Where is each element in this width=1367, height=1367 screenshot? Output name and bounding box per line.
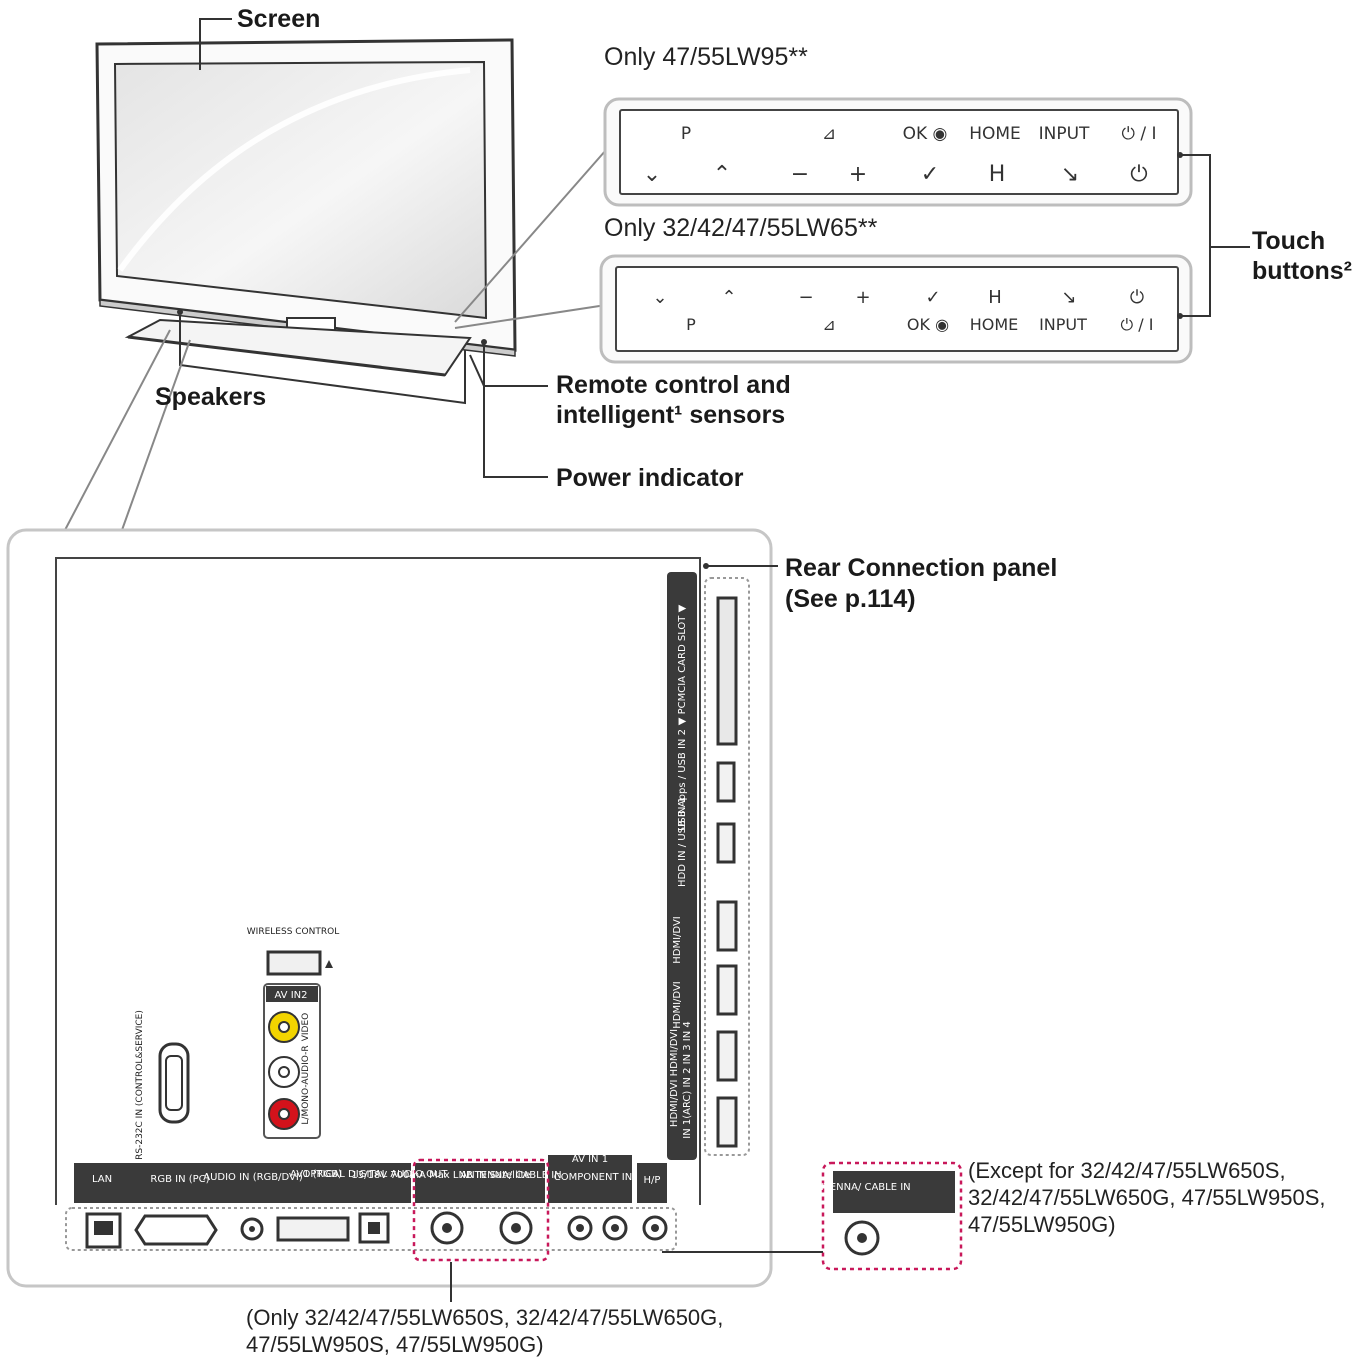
touch-key[interactable]: P: [681, 124, 691, 144]
tv-front: [95, 38, 517, 377]
touch-key[interactable]: INPUT: [1039, 124, 1090, 144]
touch-panel-2: ⌄ ⌃ − + ✓ H ↘ ⏻ P ⊿ OK ◉ HOME INPUT ⏻ / I: [599, 254, 1193, 364]
port-label: ANTENNA/ CABLE IN: [460, 1170, 561, 1181]
rear-panel-label-1: Rear Connection panel: [785, 554, 1058, 582]
touch-panel-1-heading: Only 47/55LW95**: [604, 43, 808, 71]
rs232-label: RS-232C IN (CONTROL&SERVICE): [135, 1010, 145, 1160]
port-label: AUDIO IN (RGB/DVI): [203, 1172, 303, 1183]
port-label: AV IN 1: [572, 1154, 608, 1165]
touch-key[interactable]: H: [988, 287, 1002, 308]
touch-key[interactable]: ⌃: [721, 287, 736, 308]
touch-key[interactable]: ⊿: [822, 315, 835, 334]
except-note-1: (Except for 32/42/47/55LW650S,: [968, 1158, 1286, 1183]
touch-key[interactable]: +: [855, 287, 870, 308]
port-label: 13/18V 700mA Max LNB IN Satellite: [351, 1170, 530, 1181]
touch-key[interactable]: ↘: [1061, 162, 1079, 187]
touch-key[interactable]: OK ◉: [903, 124, 948, 144]
side-port-label: HDD IN / USB IN 1: [677, 797, 688, 887]
touch-buttons-label-1: Touch: [1252, 227, 1326, 255]
av-in2-label: AV IN2: [274, 990, 307, 1001]
port-label: RGB IN (PC): [150, 1174, 209, 1185]
touch-key[interactable]: ✓: [921, 162, 939, 187]
only-note-1: (Only 32/42/47/55LW650S, 32/42/47/55LW65…: [246, 1305, 724, 1330]
side-port-label: HDMI/DVI HDMI/DVI: [669, 1029, 680, 1127]
touch-panel-1: P ⊿ OK ◉ HOME INPUT ⏻ / I ⌄ ⌃ − + ✓ H ↘ ⏻: [603, 97, 1193, 207]
wireless-label: WIRELESS CONTROL: [247, 927, 339, 937]
screen-label: Screen: [237, 5, 321, 33]
touch-key[interactable]: −: [798, 287, 813, 308]
speakers-leader: [179, 315, 466, 405]
touch-panel-2-heading: Only 32/42/47/55LW65**: [604, 214, 878, 242]
touch-key[interactable]: −: [791, 162, 809, 187]
side-port-label: ▼ PCMCIA CARD SLOT ▼: [677, 604, 688, 725]
screen-leader: [199, 18, 232, 70]
touch-key[interactable]: HOME: [970, 315, 1019, 334]
touch-key[interactable]: HOME: [969, 124, 1021, 144]
port-label: AV1 (RGB): [290, 1169, 342, 1180]
remote-sensor-label-2: intelligent¹ sensors: [556, 401, 786, 429]
port-label: H/P: [644, 1175, 661, 1186]
port-label: COMPONENT IN: [554, 1172, 632, 1183]
touch-key[interactable]: ⊿: [822, 124, 836, 144]
av-in2-video-label: VIDEO: [301, 1013, 311, 1042]
touch-key[interactable]: ⏻ / I: [1122, 124, 1157, 144]
power-indicator-label: Power indicator: [556, 464, 744, 492]
touch-key[interactable]: ⏻: [1130, 287, 1144, 308]
port-label: LAN: [92, 1174, 112, 1185]
port-label: OPTICAL DIGITAL AUDIO OUT: [303, 1169, 449, 1180]
side-port-label: USB Apps / USB IN 2: [677, 729, 688, 831]
except-note-3: 47/55LW950G): [968, 1212, 1116, 1237]
only-note-2: 47/55LW950S, 47/55LW950G): [246, 1332, 544, 1357]
touch-bracket: [1180, 154, 1211, 317]
touch-key[interactable]: H: [989, 162, 1006, 187]
touch-key[interactable]: ⌄: [652, 287, 667, 308]
remote-sensor-label-1: Remote control and: [556, 371, 791, 399]
rear-panel-label-2: (See p.114): [785, 585, 916, 613]
av-in2-audio-label: L/MONO-AUDIO-R: [301, 1045, 311, 1124]
touch-key[interactable]: P: [686, 315, 696, 334]
power-leader: [483, 342, 548, 478]
touch-key[interactable]: ⏻ / I: [1121, 315, 1154, 334]
inset-port-label: ANTENNA/ CABLE IN: [809, 1182, 910, 1193]
touch-key[interactable]: ⌄: [643, 162, 661, 187]
touch-key[interactable]: ⏻: [1130, 162, 1147, 187]
touch-key[interactable]: OK ◉: [907, 315, 949, 334]
side-port-label: IN 1(ARC) IN 2 IN 3 IN 4: [682, 1021, 693, 1139]
except-note-2: 32/42/47/55LW650G, 47/55LW950S,: [968, 1185, 1326, 1210]
speakers-label: Speakers: [155, 383, 267, 411]
rear-panel: [6, 528, 778, 1302]
touch-buttons-label-2: buttons²: [1252, 257, 1352, 285]
side-port-label: HDMI/DVI: [672, 916, 683, 963]
touch-key[interactable]: ⌃: [713, 162, 731, 187]
touch-key[interactable]: ↘: [1061, 287, 1076, 308]
sensor-leader: [469, 354, 548, 387]
touch-key[interactable]: +: [849, 162, 867, 187]
touch-key[interactable]: ✓: [925, 287, 940, 308]
side-port-label: HDMI/DVI: [672, 981, 683, 1028]
inset-antenna: [662, 1161, 963, 1271]
touch-key[interactable]: INPUT: [1039, 315, 1087, 334]
